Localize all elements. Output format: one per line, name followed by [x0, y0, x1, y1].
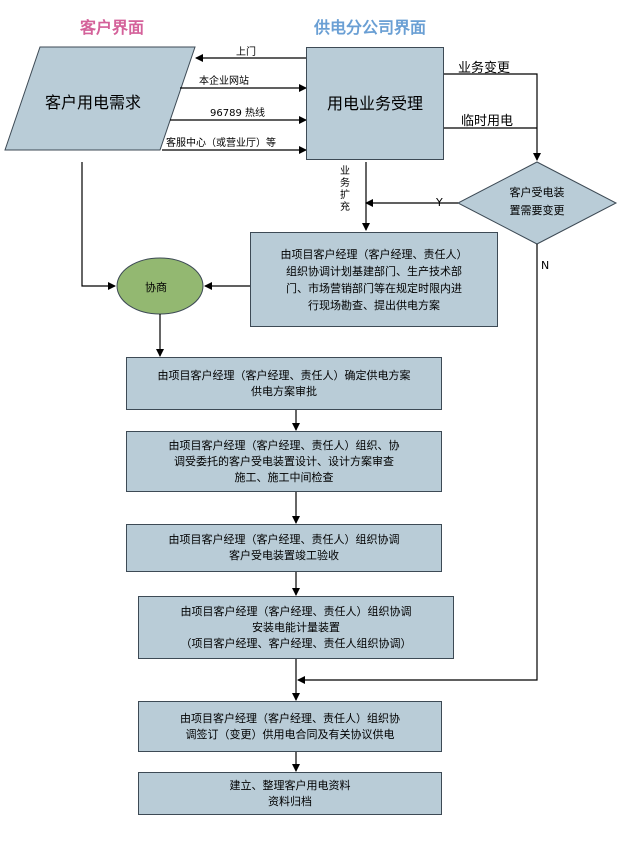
step-archive-box: 建立、整理客户用电资料 资料归档	[138, 772, 442, 815]
expansion-label: 业 务 扩 充	[340, 166, 350, 213]
customer-demand-shape	[4, 46, 196, 151]
business-accept-box: 用电业务受理	[306, 47, 444, 160]
service-center-label: 客服中心（或营业厅）等	[166, 138, 276, 149]
business-change-label: 业务变更	[458, 61, 511, 76]
no-label: N	[541, 259, 550, 272]
consult-label: 协商	[145, 281, 167, 294]
website-label: 本企业网站	[199, 76, 249, 87]
step-acceptance-box: 由项目客户经理（客户经理、责任人）组织协调 客户受电装置竣工验收	[126, 524, 442, 572]
business-accept-label: 用电业务受理	[326, 93, 423, 113]
temp-power-label: 临时用电	[461, 114, 514, 129]
supplier-interface-header: 供电分公司界面	[314, 18, 427, 37]
step-contract-box: 由项目客户经理（客户经理、责任人）组织协 调签订（变更）供用电合同及有关协议供电	[138, 701, 442, 752]
step-metering-box: 由项目客户经理（客户经理、责任人）组织协调 安装电能计量装置 （项目客户经理、客…	[138, 596, 454, 659]
customer-interface-header: 客户界面	[80, 18, 145, 37]
step-design-construction-box: 由项目客户经理（客户经理、责任人）组织、协 调受委托的客户受电装置设计、设计方案…	[126, 431, 442, 492]
visit-label: 上门	[236, 47, 256, 58]
step-confirm-plan-box: 由项目客户经理（客户经理、责任人）确定供电方案 供电方案审批	[126, 357, 442, 410]
step-site-survey-box: 由项目客户经理（客户经理、责任人） 组织协调计划基建部门、生产技术部 门、市场营…	[250, 232, 498, 327]
customer-demand-label: 客户用电需求	[45, 93, 142, 112]
hotline-label: 96789 热线	[210, 108, 265, 119]
decision-label: 客户受电装 置需要变更	[509, 186, 565, 217]
yes-label: Y	[436, 196, 443, 209]
